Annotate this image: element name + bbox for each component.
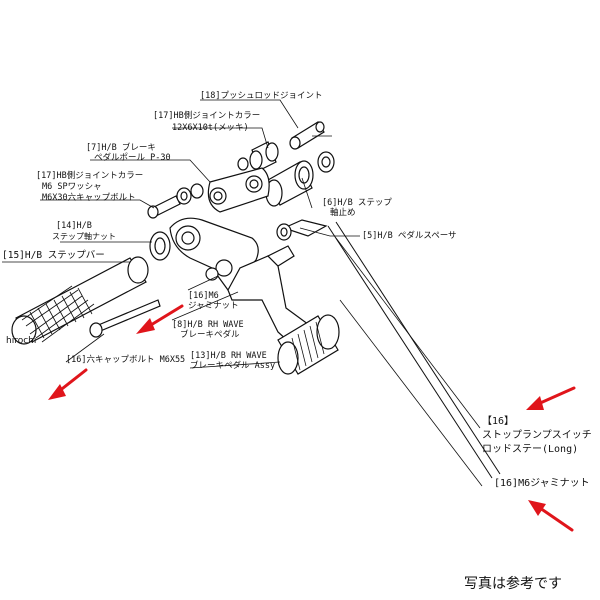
pedal-pole-link-part [207, 167, 270, 213]
m6-jam-nut-small-label: [16]M6 [188, 291, 219, 301]
m6x30-cap-bolt-label: M6X30六キャップボルト [42, 192, 136, 203]
step-stopper-label: [6]H/B ステップ [322, 198, 392, 208]
hb-joint-collar-label: [17]HB側ジョイントカラー [153, 110, 260, 121]
step-stopper-part [265, 151, 335, 207]
brake-pedal-pole-label: [7]H/B ブレーキ [86, 142, 156, 153]
brake-pedal-pole-label-2: ペダルポール P-30 [94, 152, 171, 163]
lamp-switch-rod-stay-part [327, 221, 501, 479]
step-nut-label-2: ステップ軸ナット [52, 231, 116, 241]
stop-lamp-switch-label-2: ストップランプスイッチ [482, 429, 592, 441]
hb-joint-collar-size-label: 12X6X10t(メッキ) [172, 123, 249, 133]
m6-jam-nut-label: [16]M6ジャミナット [494, 477, 590, 489]
step-bar-label: [15]H/B ステップバー [2, 250, 105, 261]
pedal-spacer-part [276, 219, 328, 241]
step-stopper-label-2: 軸止め [330, 207, 356, 218]
red-arrow-2 [48, 368, 88, 400]
cap-bolt-m6x55-part [89, 299, 161, 338]
rh-wave-pedal-assy-label-2: ブレーキペダル Assy [190, 360, 275, 371]
pedal-tip-part [277, 314, 340, 375]
reference-photo-note: 写真は参考です [464, 575, 562, 592]
rh-wave-brake-pedal-label: [8]H/B RH WAVE [172, 320, 244, 330]
red-arrow-4 [528, 500, 574, 532]
red-arrow-1 [136, 304, 184, 334]
push-rod-joint-label: [18]プッシュロッドジョイント [200, 91, 322, 101]
leader-lines [2, 99, 483, 487]
hb-joint-collar-2-label: [17]HB側ジョイントカラー [36, 170, 143, 181]
watermark: hirochi [6, 336, 36, 346]
stop-lamp-switch-label-3: ロッドステー(Long) [482, 444, 578, 455]
step-bar-part [11, 256, 149, 345]
m6-jam-nut-small-label-2: ジャミナット [188, 301, 239, 311]
m6-sp-washer-label: M6 SPワッシャ [42, 182, 102, 192]
stop-lamp-switch-label: 【16】 [482, 415, 514, 427]
cap-bolt-m6x55-label: [16]六キャップボルト M6X55 [66, 354, 185, 365]
red-arrow-3 [526, 386, 576, 410]
rh-wave-brake-pedal-label-2: ブレーキペダル [180, 329, 240, 340]
joint-collar-part [237, 141, 279, 171]
push-rod-joint-part [289, 121, 325, 150]
step-nut-part [149, 231, 171, 261]
step-nut-label: [14]H/B [56, 221, 92, 231]
rh-wave-pedal-assy-label: [13]H/B RH WAVE [190, 351, 267, 361]
pedal-spacer-label: [5]H/B ペダルスペーサ [362, 230, 457, 241]
cap-bolt-m6x30-part [147, 183, 204, 219]
